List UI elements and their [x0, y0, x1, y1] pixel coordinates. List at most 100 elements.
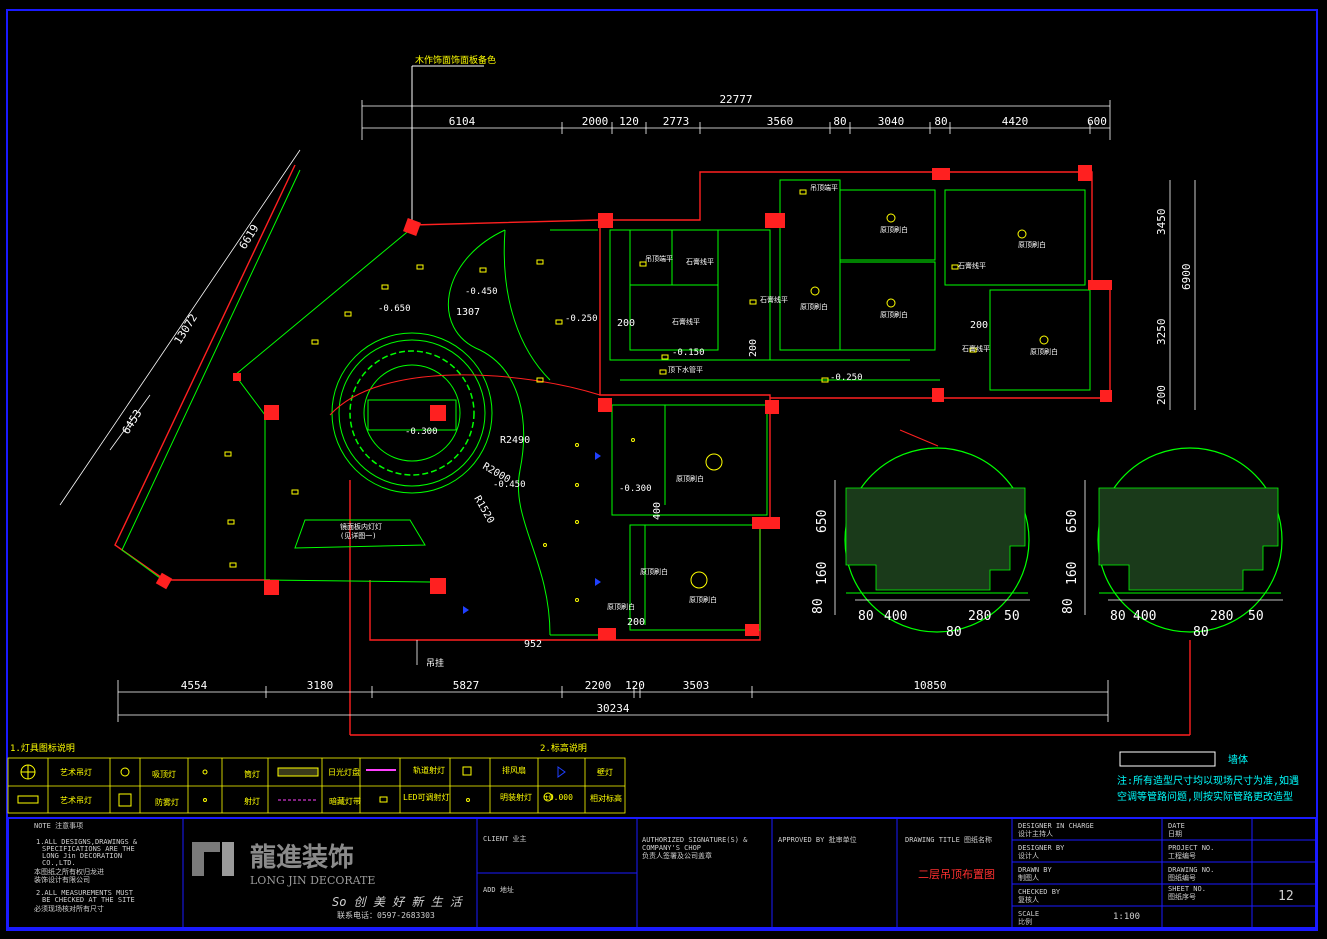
bottom-dim-2: 5827: [453, 679, 480, 692]
room-label: 石膏线平: [686, 257, 714, 266]
level-label: -0.250: [830, 373, 863, 383]
legend-label: 艺术吊灯: [60, 767, 92, 777]
legend-labels: 艺术吊灯 吸顶灯 筒灯 日光灯盘 轨道射灯 排风扇 壁灯 艺术吊灯 防雾灯 射灯…: [60, 765, 622, 807]
legend-title-2: 2.标高说明: [540, 742, 587, 754]
legend-table: [7, 757, 626, 814]
section-dim: 650: [815, 510, 830, 533]
top-dim-overall: 22777: [719, 93, 752, 106]
top-dim-segments: 6104 2000 120 2773 3560 80 3040 80 4420 …: [449, 115, 1107, 128]
project-no-label: 工程编号: [1168, 851, 1196, 860]
room-label: 原顶刷白: [1030, 347, 1058, 356]
drawn-by: DRAWN BY: [1018, 866, 1053, 874]
top-dim-6: 3040: [878, 115, 905, 128]
title-block-grid: [182, 818, 1316, 928]
room-label: 原顶刷白: [800, 302, 828, 311]
legend-label: 防雾灯: [155, 797, 179, 807]
room-label: 原顶刷白: [880, 225, 908, 234]
legend-label: 轨道射灯: [413, 765, 445, 775]
bottom-dim-6: 10850: [913, 679, 946, 692]
legend-label: 暗藏灯带: [329, 796, 361, 806]
section-dim: 400: [884, 609, 907, 624]
wall-lights: [463, 452, 601, 614]
note1-line: CO.,LTD.: [42, 859, 76, 867]
room-label: 石膏线平: [760, 295, 788, 304]
legend-label: 明装射灯: [500, 792, 532, 802]
drawing-title: 二层吊顶布置图: [918, 868, 995, 881]
wall-legend-label: 墙体: [1228, 753, 1248, 766]
section-dim: 650: [1065, 510, 1080, 533]
room-label: 原顶刷白: [640, 567, 668, 576]
legend-symbols: [17, 764, 566, 807]
sheet-number: 12: [1278, 889, 1294, 904]
section-dims: 650 160 80 80 400 280 50 80 80 400 280 5…: [811, 510, 1264, 640]
legend-label: ±0.000: [544, 793, 573, 802]
legend-label: 吸顶灯: [152, 769, 176, 779]
top-dim-4: 3560: [767, 115, 794, 128]
legend-label: 射灯: [244, 796, 260, 806]
note-line-1: 注:所有造型尺寸均以现场尺寸为准,如遇: [1117, 774, 1299, 787]
level-label: -0.150: [672, 348, 705, 358]
plan-level-labels: -0.650 -0.450 -0.250 -0.150 -0.250 -0.30…: [378, 287, 863, 494]
legend-label: 排风扇: [502, 765, 526, 775]
outer-frame: [6, 9, 1318, 931]
plan-room-labels: 吊顶端平 原顶刷白 原顶刷白 原顶刷白 原顶刷白 原顶刷白 原顶刷白 原顶刷白 …: [340, 183, 1058, 611]
note2-line: 2.ALL MEASUREMENTS MUST: [36, 889, 134, 897]
logo-slogan: So 创 美 好 新 生 活: [332, 895, 464, 909]
title-block-frame: [7, 817, 1317, 929]
room-label: 原顶刷白: [689, 595, 717, 604]
note-header: NOTE 注意事项: [34, 821, 83, 830]
hanging-label: 吊挂: [426, 657, 444, 669]
section-dim: 80: [1110, 609, 1126, 624]
designer-in-charge: 设计主持人: [1018, 829, 1053, 838]
add-label: ADD 地址: [483, 885, 514, 894]
left-dimensions: [59, 149, 301, 506]
room-label: 原顶刷白: [676, 474, 704, 483]
drawing-no-label: 图纸编号: [1168, 873, 1196, 882]
small-dim: 200: [617, 318, 635, 329]
bottom-dim-0: 4554: [181, 679, 208, 692]
right-dim-2: 3250: [1155, 319, 1168, 346]
section-detail-1: [834, 429, 1030, 633]
section-dim: 80: [858, 609, 874, 624]
note1-line: LONG Jin DECORATION: [42, 852, 122, 860]
drawing-title-label: DRAWING TITLE 图纸名称: [905, 835, 992, 844]
top-dim-3: 2773: [663, 115, 690, 128]
section-dim: 280: [1210, 609, 1233, 624]
wall-posts: [155, 165, 1112, 640]
title-block-notes: NOTE 注意事项 1.ALL DESIGNS,DRAWINGS & SPECI…: [34, 821, 138, 913]
top-dim-2: 120: [619, 115, 639, 128]
level-label: -0.450: [493, 480, 526, 490]
note1-line: SPECIFICATIONS ARE THE: [42, 845, 135, 853]
checked-by: 复核人: [1018, 895, 1039, 904]
radius-label: R2490: [500, 435, 530, 446]
room-label: 吊顶端平: [645, 254, 673, 263]
bottom-dim-segments: 4554 3180 5827 2200 120 3503 10850: [181, 679, 947, 692]
room-label: 原顶刷白: [880, 310, 908, 319]
note1-line: 1.ALL DESIGNS,DRAWINGS &: [36, 838, 138, 846]
level-label: -0.300: [405, 427, 438, 437]
small-dim: 200: [970, 320, 988, 331]
right-dimensions: [1169, 180, 1196, 410]
note-line-2: 空调等管路问题,则按实际管路更改造型: [1117, 790, 1293, 803]
plan-small-dims: 1307 200 200 200 400 200 952: [456, 307, 988, 650]
scale-label: 比例: [1018, 917, 1032, 926]
room-label: 原顶刷白: [1018, 240, 1046, 249]
room-label: 原顶刷白: [607, 602, 635, 611]
top-dimensions: [361, 100, 1111, 140]
scale-label: SCALE: [1018, 910, 1039, 918]
legend-label: 相对标高: [590, 793, 622, 803]
sheet-no-label: 图纸序号: [1168, 892, 1196, 901]
small-dim: 1307: [456, 307, 480, 318]
bottom-dim-1: 3180: [307, 679, 334, 692]
section-dim: 80: [1061, 598, 1076, 614]
drawn-by: 制图人: [1018, 873, 1039, 882]
bottom-dim-4: 120: [625, 679, 645, 692]
designer-by: 设计人: [1018, 851, 1039, 860]
level-label: -0.450: [465, 287, 498, 297]
legend-label: 筒灯: [244, 769, 260, 779]
section-dim: 80: [1193, 625, 1209, 640]
section-dim: 280: [968, 609, 991, 624]
section-dim: 80: [811, 598, 826, 614]
sheet-no-label: SHEET NO.: [1168, 885, 1206, 893]
